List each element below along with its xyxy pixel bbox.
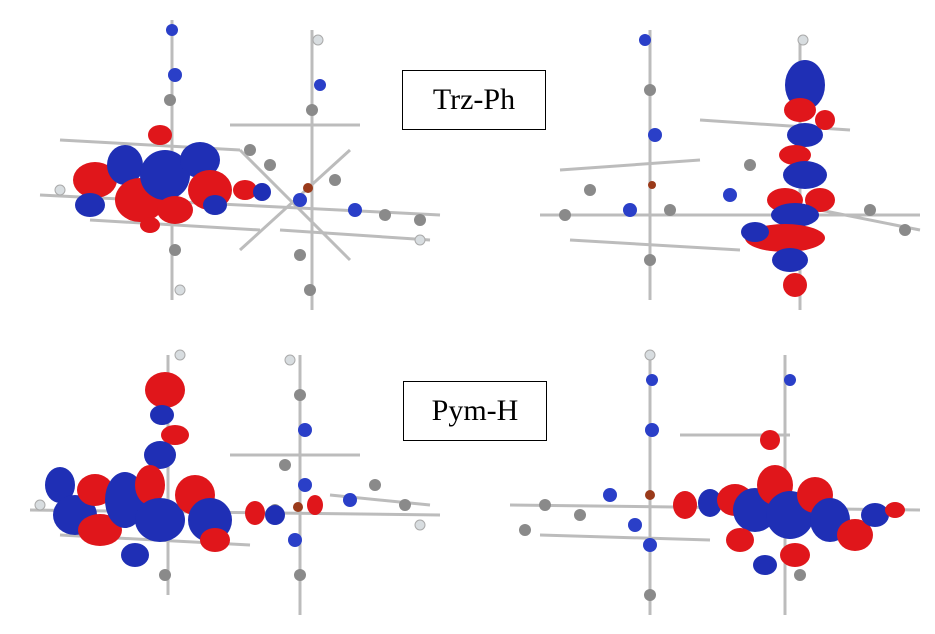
orbital-trz-ph-left <box>0 0 460 320</box>
orbital-pym-h-left <box>0 335 460 634</box>
label-trz-ph: Trz-Ph <box>402 70 546 130</box>
orbital-trz-ph-right <box>520 0 935 320</box>
orbital-pym-h-right <box>490 335 935 634</box>
label-pym-h: Pym-H <box>403 381 547 441</box>
